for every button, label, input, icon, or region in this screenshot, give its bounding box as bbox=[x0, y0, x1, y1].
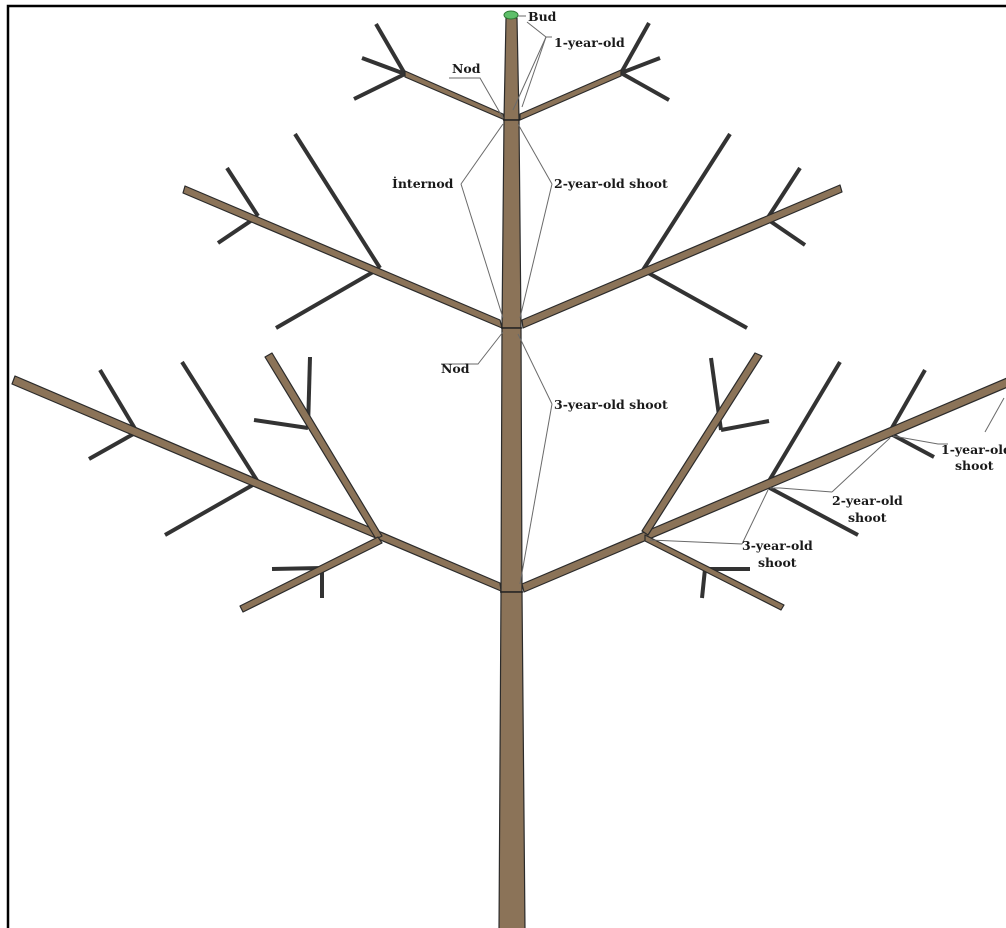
twig bbox=[702, 569, 705, 598]
leader-three-year bbox=[518, 334, 552, 404]
trunk-base bbox=[499, 592, 525, 928]
label-side-two-year: shoot bbox=[848, 510, 887, 525]
branch-low-left-down bbox=[240, 537, 382, 612]
leader-one-year-top bbox=[522, 37, 546, 107]
leader-nod-mid bbox=[441, 332, 503, 364]
branch-low-left bbox=[12, 376, 501, 591]
label-nod-mid: Nod bbox=[441, 361, 470, 376]
label-side-one-year: shoot bbox=[955, 458, 994, 473]
label-two-year-main: 2-year-old shoot bbox=[554, 176, 668, 191]
label-side-three-year: 3-year-old bbox=[742, 538, 813, 553]
label-side-one-year: 1-year-old bbox=[941, 442, 1006, 457]
twig bbox=[295, 134, 380, 268]
branch-top-right bbox=[520, 70, 621, 120]
leader-side-three-year bbox=[650, 540, 742, 544]
twig bbox=[721, 421, 769, 430]
twig bbox=[767, 219, 805, 245]
leader-two-year bbox=[518, 124, 552, 184]
twig bbox=[89, 432, 137, 459]
twig bbox=[254, 420, 308, 428]
leader-three-year bbox=[520, 404, 552, 584]
twig bbox=[643, 270, 747, 328]
leader-side-one-year bbox=[985, 398, 1004, 432]
leader-one-year-top bbox=[527, 22, 546, 37]
label-one-year-top: 1-year-old bbox=[554, 35, 625, 50]
trunk-segment-middle bbox=[502, 120, 521, 328]
label-bud: Bud bbox=[528, 9, 557, 24]
twig bbox=[276, 268, 380, 328]
label-side-two-year: 2-year-old bbox=[832, 493, 903, 508]
label-three-year-main: 3-year-old shoot bbox=[554, 397, 668, 412]
label-side-three-year: shoot bbox=[758, 555, 797, 570]
leader-internod bbox=[461, 184, 503, 318]
twig bbox=[621, 73, 669, 100]
labels: Bud 1-year-old Nod İnternod 2-year-old s… bbox=[392, 9, 1006, 570]
bud-icon bbox=[504, 11, 518, 19]
twig bbox=[354, 74, 405, 99]
trunk-segment-top bbox=[504, 18, 519, 120]
label-nod-top: Nod bbox=[452, 61, 481, 76]
leader-internod bbox=[461, 124, 503, 184]
leader-two-year bbox=[520, 184, 552, 318]
twig bbox=[165, 482, 258, 535]
trunk bbox=[499, 18, 525, 928]
trunk-segment-lower bbox=[501, 328, 522, 592]
label-internod: İnternod bbox=[392, 176, 454, 191]
